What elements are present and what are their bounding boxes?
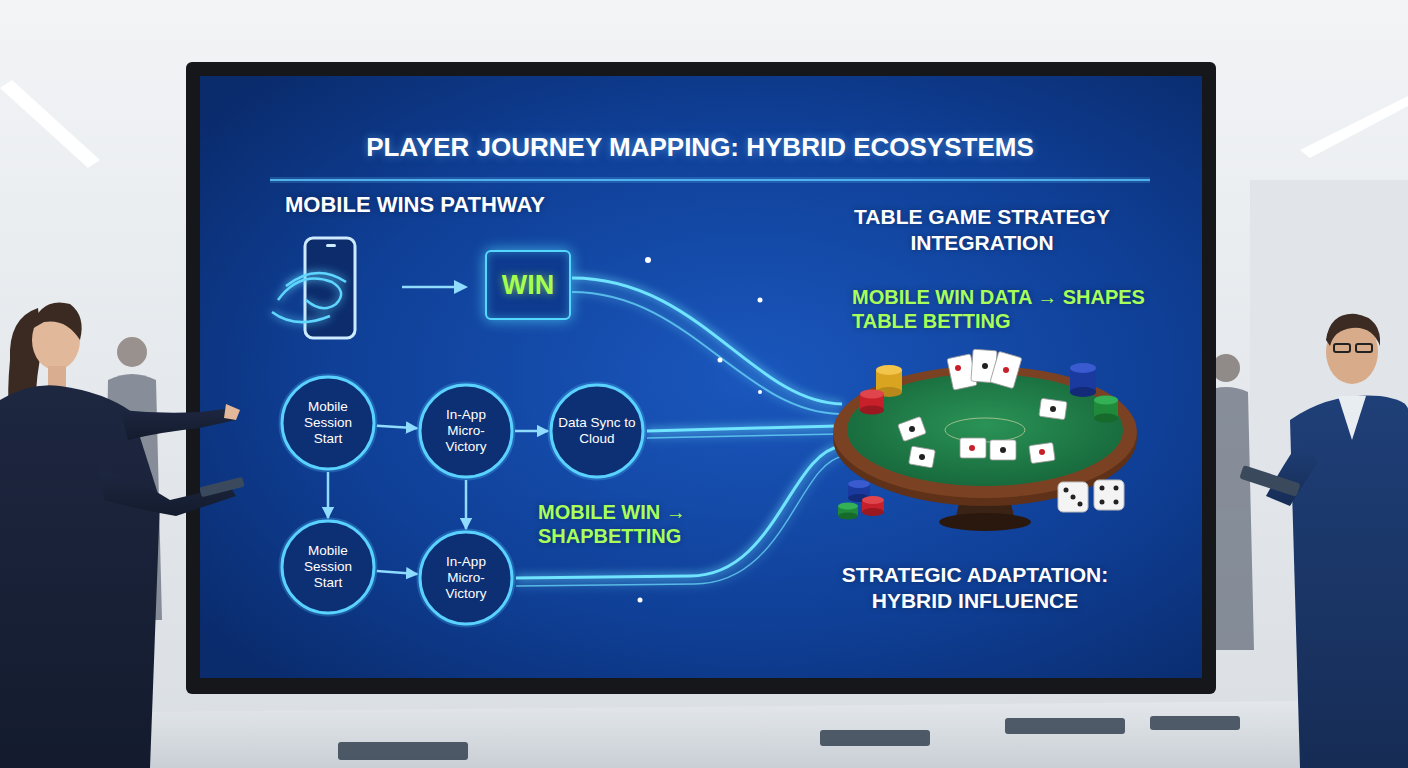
process-circle: Data Sync to Cloud xyxy=(549,383,645,479)
circle-text-wrap: In-App Micro-Victory xyxy=(418,530,514,626)
node-text: WIN xyxy=(502,270,554,301)
circle-text-wrap: Mobile Session Start xyxy=(280,375,376,471)
card-table xyxy=(833,349,1137,531)
process-circle: Mobile Session Start xyxy=(280,519,376,615)
circle-glow xyxy=(420,385,512,477)
flow-arrow xyxy=(327,472,330,518)
circle-glow xyxy=(282,377,374,469)
circle-shape xyxy=(282,521,374,613)
circle-shape xyxy=(282,377,374,469)
phone-icon xyxy=(272,238,355,338)
node-text: Mobile Session Start xyxy=(289,399,367,447)
circle-shape xyxy=(551,385,643,477)
circle-text-wrap: Mobile Session Start xyxy=(280,519,376,615)
circle-text-wrap: In-App Micro-Victory xyxy=(418,383,514,479)
flow-arrow xyxy=(465,480,468,529)
highlight-label: MOBILE WIN DATA → SHAPES TABLE BETTING xyxy=(852,285,1162,334)
process-circle: In-App Micro-Victory xyxy=(418,383,514,479)
process-circle: In-App Micro-Victory xyxy=(418,530,514,626)
circle-shape xyxy=(420,532,512,624)
node-text: In-App Micro-Victory xyxy=(427,554,505,602)
win-box: WIN xyxy=(485,250,571,320)
flow-arrow xyxy=(515,430,548,433)
node-text: Data Sync to Cloud xyxy=(558,415,636,447)
circle-glow xyxy=(282,521,374,613)
highlight-label: MOBILE WIN → SHAPBETTING xyxy=(538,500,716,549)
section-heading: MOBILE WINS PATHWAY xyxy=(285,192,625,219)
slide-title: PLAYER JOURNEY MAPPING: HYBRID ECOSYSTEM… xyxy=(200,132,1200,163)
section-heading: TABLE GAME STRATEGY INTEGRATION xyxy=(830,204,1134,255)
flow-arrow xyxy=(377,571,417,574)
process-circle: Mobile Session Start xyxy=(280,375,376,471)
pathway-arrow xyxy=(402,280,468,294)
data-streams xyxy=(516,278,844,586)
section-heading: STRATEGIC ADAPTATION: HYBRID INFLUENCE xyxy=(812,562,1138,613)
flow-arrow xyxy=(377,426,417,428)
circle-shape xyxy=(420,385,512,477)
circle-text-wrap: Data Sync to Cloud xyxy=(549,383,645,479)
circle-glow xyxy=(551,385,643,477)
circle-glow xyxy=(420,532,512,624)
node-text: In-App Micro-Victory xyxy=(427,407,505,455)
node-text: Mobile Session Start xyxy=(289,543,367,591)
